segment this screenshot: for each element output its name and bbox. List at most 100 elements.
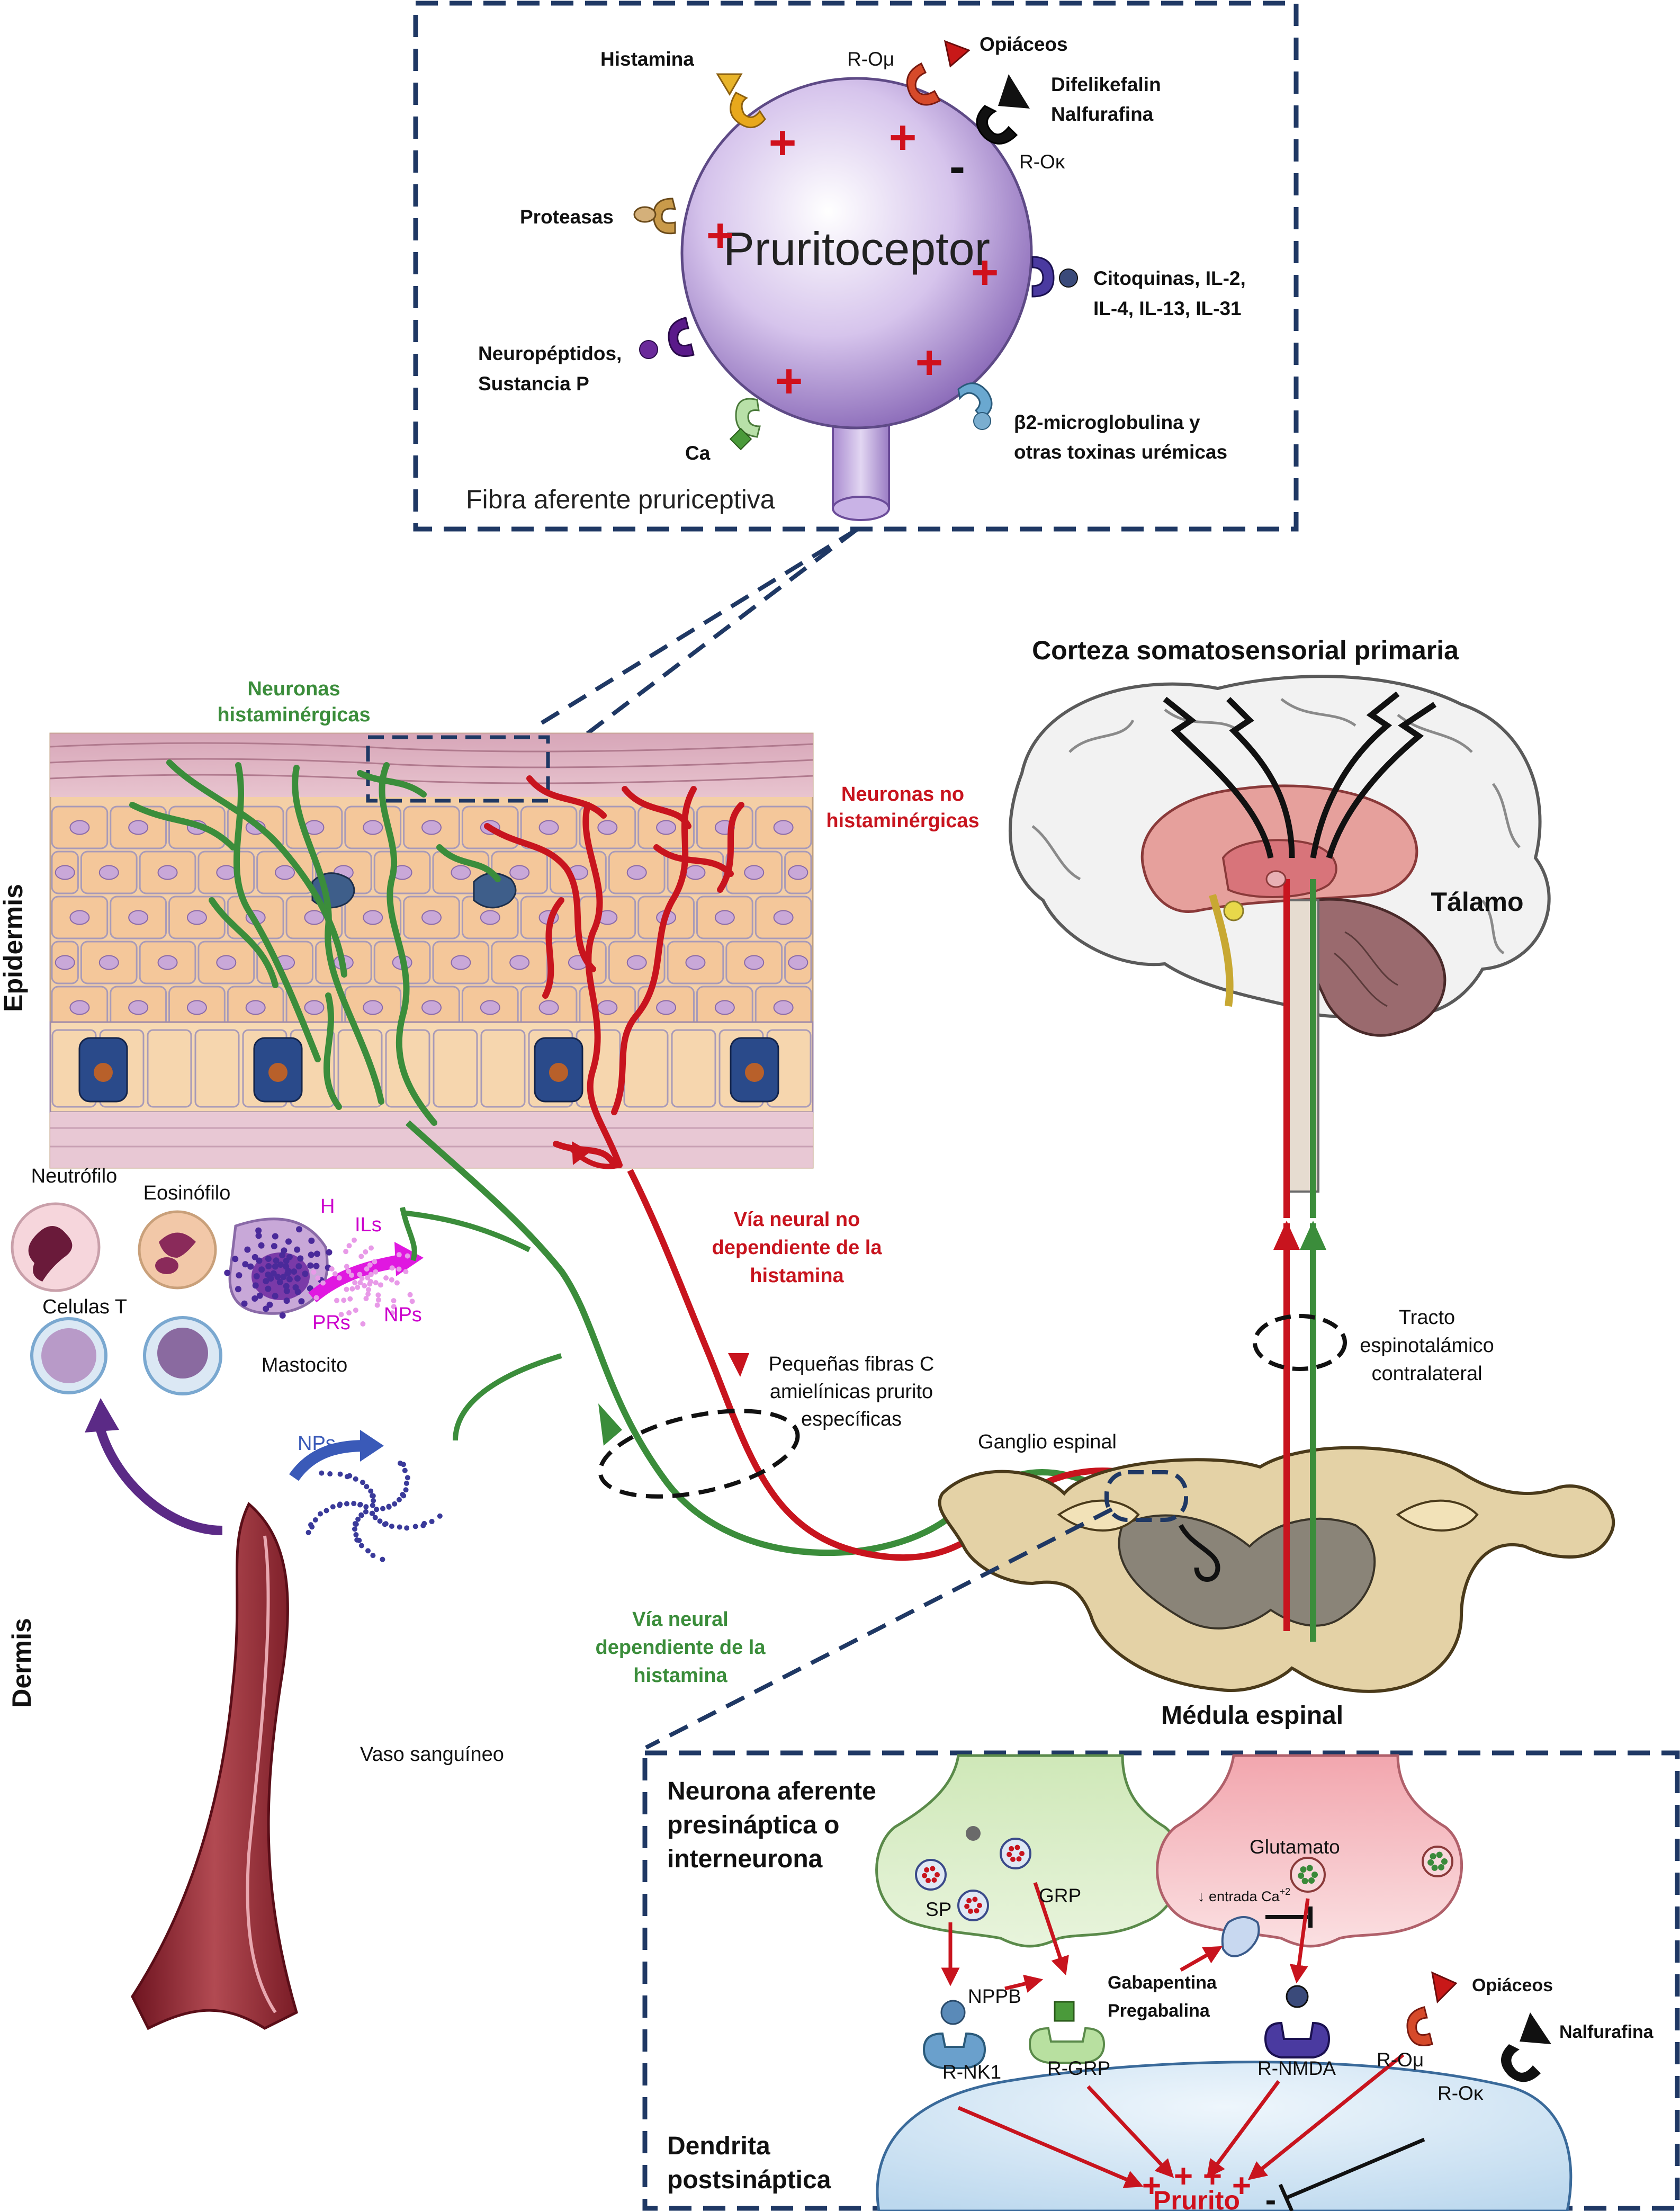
np-dot bbox=[389, 1523, 394, 1529]
mediator-dot bbox=[315, 1275, 321, 1281]
mediator-dot bbox=[338, 1312, 344, 1318]
cell-nucleus bbox=[245, 1000, 266, 1015]
nppb-label: NPPB bbox=[968, 1985, 1021, 2007]
cell-nucleus bbox=[304, 1000, 325, 1015]
cell-nucleus bbox=[480, 1000, 500, 1015]
arrow-icon bbox=[1300, 1221, 1326, 1250]
granule bbox=[251, 1254, 258, 1260]
granule bbox=[256, 1257, 263, 1264]
b2m-ligand-icon bbox=[973, 412, 991, 430]
cell-nucleus bbox=[509, 865, 530, 880]
granule bbox=[247, 1263, 254, 1270]
granule bbox=[286, 1254, 293, 1260]
vesicle-content bbox=[930, 1866, 936, 1872]
mediator-dot bbox=[347, 1296, 353, 1302]
np-dot bbox=[397, 1524, 402, 1530]
cell-nucleus bbox=[216, 865, 237, 880]
tract-ellipse bbox=[1253, 1314, 1347, 1371]
r-grp-receptor-icon bbox=[1028, 2027, 1106, 2064]
nalfurafina-label: Nalfurafina bbox=[1559, 2022, 1654, 2042]
np-dot bbox=[360, 1480, 365, 1485]
granule bbox=[266, 1301, 273, 1308]
mediator-dot bbox=[407, 1292, 413, 1297]
synapse-curl bbox=[1178, 1524, 1220, 1582]
t-cell bbox=[143, 1316, 222, 1395]
basal-cell bbox=[433, 1029, 478, 1108]
mediator-dot bbox=[365, 1287, 371, 1293]
opiate-ligand-icon bbox=[944, 40, 971, 68]
green-path-label-1: Vía neural bbox=[632, 1608, 729, 1631]
basal-cell bbox=[147, 1029, 192, 1108]
cell-nucleus bbox=[186, 1000, 207, 1015]
cell-nucleus bbox=[509, 955, 530, 970]
mediator-dot bbox=[344, 1264, 349, 1269]
entrada-ca-label: ↓ entrada Ca+2 bbox=[1198, 1886, 1290, 1904]
vesicle-content bbox=[1300, 1866, 1307, 1873]
eosinofilo-label: Eosinófilo bbox=[143, 1182, 231, 1204]
np-dot bbox=[368, 1488, 374, 1494]
granule bbox=[265, 1285, 272, 1292]
r-omu-receptor-icon bbox=[1406, 2006, 1433, 2046]
medula-label: Médula espinal bbox=[1161, 1702, 1343, 1730]
vesicle-content bbox=[931, 1877, 937, 1883]
granule bbox=[313, 1250, 320, 1257]
np-dot bbox=[429, 1519, 435, 1525]
cell-nucleus bbox=[275, 865, 295, 880]
plus-sign: + bbox=[971, 246, 999, 299]
np-dot bbox=[402, 1467, 408, 1473]
mediator-dot bbox=[343, 1249, 349, 1255]
vesicle-content bbox=[974, 1908, 980, 1914]
mediator-dot bbox=[375, 1292, 381, 1298]
cell-nucleus bbox=[714, 1000, 735, 1015]
np-dot bbox=[412, 1524, 418, 1529]
pre-label-2: presináptica o bbox=[667, 1811, 839, 1839]
basal-layer bbox=[51, 1029, 812, 1108]
cell-nucleus bbox=[98, 955, 119, 970]
granule bbox=[235, 1286, 241, 1293]
zoom-line bbox=[544, 527, 858, 767]
r-omu-label: R-Oμ bbox=[1377, 2049, 1424, 2071]
receptor-icon bbox=[1031, 256, 1078, 298]
mediator-dot bbox=[357, 1272, 363, 1277]
np-dot bbox=[352, 1521, 358, 1527]
mediator-dot bbox=[378, 1282, 383, 1288]
sp-ligand-icon bbox=[940, 2000, 966, 2025]
basal-cell bbox=[671, 1029, 716, 1108]
granule bbox=[255, 1232, 262, 1239]
granule bbox=[313, 1263, 320, 1269]
label-neuropeptidos-1: Neuropéptidos, bbox=[478, 343, 622, 364]
vesicle-content bbox=[968, 1908, 974, 1914]
np-dot bbox=[370, 1553, 376, 1559]
cell-nucleus bbox=[363, 910, 383, 925]
granule bbox=[283, 1287, 290, 1294]
t-cell bbox=[30, 1317, 107, 1394]
cell-nucleus bbox=[157, 955, 178, 970]
cell-nucleus bbox=[538, 820, 559, 835]
mediator-dot bbox=[352, 1279, 358, 1285]
vesicle-content bbox=[1009, 1846, 1014, 1851]
cell-nucleus bbox=[216, 955, 237, 970]
np-dot bbox=[358, 1543, 364, 1548]
tracto-label-2: espinotalámico bbox=[1360, 1335, 1494, 1357]
mediator-dot bbox=[390, 1310, 396, 1316]
np-dot bbox=[344, 1501, 349, 1507]
vesicle-group bbox=[915, 1826, 1453, 1921]
prurito-label: Prurito bbox=[1153, 2186, 1240, 2211]
granule bbox=[274, 1274, 281, 1281]
post-label-2: postsináptica bbox=[667, 2166, 831, 2194]
green-neurons-label-2: histaminérgicas bbox=[217, 704, 370, 726]
mediator-dot bbox=[313, 1295, 319, 1301]
vesicle-content bbox=[1427, 1859, 1434, 1866]
granule bbox=[255, 1227, 262, 1234]
opiate-ligand-icon bbox=[1431, 1971, 1458, 2004]
granule bbox=[302, 1270, 309, 1277]
cell-nucleus bbox=[98, 865, 119, 880]
np-dot bbox=[351, 1501, 357, 1507]
cell-nucleus bbox=[186, 910, 207, 925]
granule bbox=[281, 1247, 288, 1254]
inhibit-icon bbox=[1278, 2183, 1294, 2211]
fibers-ellipse bbox=[598, 1409, 800, 1499]
vesicle-content bbox=[1019, 1851, 1025, 1856]
granule bbox=[326, 1249, 333, 1256]
cell-nucleus bbox=[451, 865, 471, 880]
